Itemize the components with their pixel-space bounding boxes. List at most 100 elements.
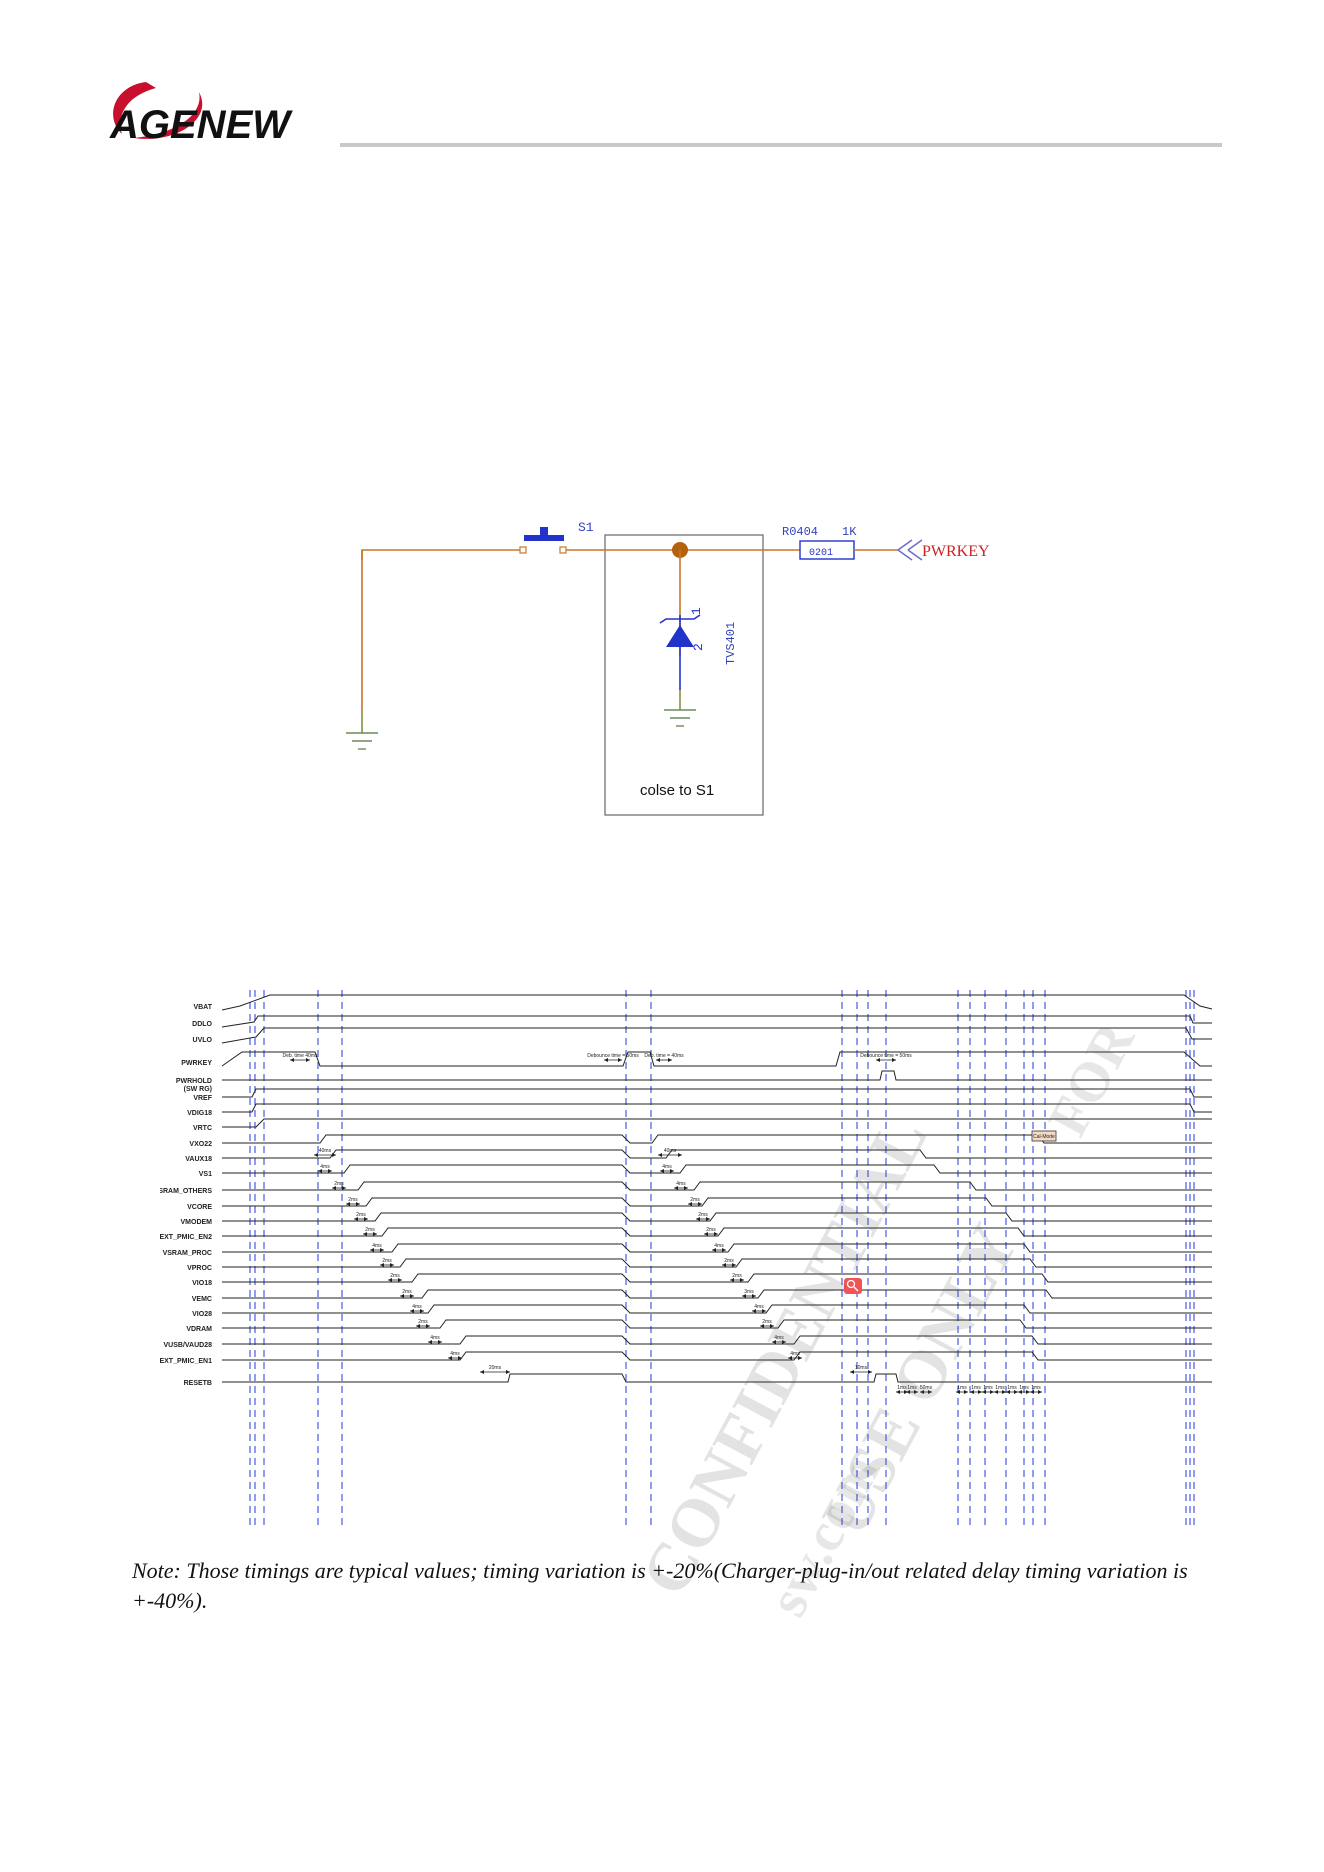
arrow-head xyxy=(670,1169,674,1173)
arrow-head xyxy=(762,1309,766,1313)
delay-label: 4ms xyxy=(320,1164,330,1170)
delay-label: 2ms xyxy=(762,1319,772,1325)
signal-label: RESETB xyxy=(184,1380,212,1387)
signal-label: VIO18 xyxy=(192,1280,212,1287)
arrow-head xyxy=(990,1390,994,1394)
delay-label: Deb. time 40ms xyxy=(282,1053,318,1059)
signal-label: VSRAM_OTHERS xyxy=(160,1188,212,1195)
waveform xyxy=(222,1289,1212,1299)
signal-label: PWRHOLD xyxy=(176,1078,212,1085)
arrow-head xyxy=(438,1340,442,1344)
arrow-head xyxy=(752,1309,756,1313)
arrow-head xyxy=(354,1217,358,1221)
arrow-head xyxy=(332,1153,336,1157)
delay-label: 2ms xyxy=(732,1273,742,1279)
arrow-head xyxy=(356,1202,360,1206)
delay-label: 2ms xyxy=(698,1212,708,1218)
switch-s1 xyxy=(519,527,567,554)
signal-label: VS1 xyxy=(199,1171,212,1178)
arrow-head xyxy=(688,1202,692,1206)
arrow-head xyxy=(314,1153,318,1157)
arrow-head xyxy=(732,1263,736,1267)
net-label: PWRKEY xyxy=(922,543,990,560)
arrow-head xyxy=(982,1390,986,1394)
arrow-head xyxy=(306,1058,310,1062)
delay-label: 1ms xyxy=(971,1385,981,1391)
delay-label: 20ms xyxy=(489,1365,502,1371)
delay-label: 4ms xyxy=(372,1243,382,1249)
signal-label: VPROC xyxy=(187,1265,212,1272)
logo-text: AGENEW xyxy=(109,103,293,147)
arrow-head xyxy=(722,1248,726,1252)
arrow-head xyxy=(906,1390,910,1394)
arrow-head xyxy=(782,1340,786,1344)
arrow-head xyxy=(850,1370,854,1374)
waveform xyxy=(222,1227,1212,1237)
arrow-head xyxy=(978,1390,982,1394)
tvs-placement-box xyxy=(604,534,764,816)
waveform xyxy=(221,1027,1212,1044)
box-caption: colse to S1 xyxy=(640,782,714,799)
waveform xyxy=(221,994,1213,1011)
cal-mode-label: Cal-Mode xyxy=(1033,1134,1055,1140)
waveform xyxy=(222,1134,1212,1144)
signal-label: VMODEM xyxy=(181,1219,213,1226)
delay-label: 2ms xyxy=(382,1258,392,1264)
arrow-head xyxy=(770,1324,774,1328)
ground-symbol-right xyxy=(664,709,696,727)
arrow-head xyxy=(1018,1390,1022,1394)
timing-note: Note: Those timings are typical values; … xyxy=(132,1558,1188,1613)
delay-label: Debounce time = 50ms xyxy=(860,1053,912,1059)
arrow-head xyxy=(752,1294,756,1298)
arrow-head xyxy=(964,1390,968,1394)
delay-label: 2ms xyxy=(334,1181,344,1187)
delay-label: 40ms xyxy=(319,1148,332,1154)
arrow-head xyxy=(896,1390,900,1394)
arrow-head xyxy=(332,1186,336,1190)
arrow-head xyxy=(480,1370,484,1374)
arrow-head xyxy=(674,1186,678,1190)
signal-label: VXO22 xyxy=(189,1141,212,1148)
signal-label: VDRAM xyxy=(186,1326,212,1333)
waveform xyxy=(222,1164,1212,1174)
arrow-head xyxy=(1026,1390,1030,1394)
signal-label: VREF xyxy=(193,1095,212,1102)
agenew-logo: AGENEW xyxy=(109,82,293,147)
signal-label: EXT_PMIC_EN1 xyxy=(160,1358,212,1365)
arrow-head xyxy=(656,1058,660,1062)
arrow-head xyxy=(1038,1390,1042,1394)
switch-ref: S1 xyxy=(578,520,594,535)
delay-label: 4ms xyxy=(774,1335,784,1341)
delay-label: 1ms xyxy=(907,1385,917,1391)
signal-label: VDIG18 xyxy=(187,1110,212,1117)
delay-label: 1ms xyxy=(983,1385,993,1391)
arrow-head xyxy=(1030,1390,1034,1394)
waveform xyxy=(222,1070,1212,1081)
delay-label: 40ms xyxy=(664,1148,677,1154)
arrow-head xyxy=(410,1309,414,1313)
signal-label: VAUX18 xyxy=(185,1156,212,1163)
delay-label: 2ms xyxy=(402,1289,412,1295)
signal-label: VEMC xyxy=(192,1296,212,1303)
tvs-pin1: 1 xyxy=(689,607,704,615)
arrow-head xyxy=(458,1356,462,1360)
waveform xyxy=(222,1373,1212,1383)
delay-label: 2ms xyxy=(390,1273,400,1279)
arrow-head xyxy=(920,1390,924,1394)
arrow-head xyxy=(722,1263,726,1267)
arrow-head xyxy=(760,1324,764,1328)
waveform xyxy=(222,1103,1212,1113)
delay-label: 4ms xyxy=(676,1181,686,1187)
arrow-head xyxy=(318,1169,322,1173)
arrow-head xyxy=(798,1356,802,1360)
arrow-head xyxy=(328,1169,332,1173)
delay-label: 4ms xyxy=(430,1335,440,1341)
delay-label: 10ms xyxy=(855,1365,868,1371)
arrow-head xyxy=(380,1248,384,1252)
resistor-value: 1K xyxy=(842,525,857,539)
signal-label: (SW RG) xyxy=(184,1086,212,1093)
tvs-ref: TVS401 xyxy=(724,622,738,665)
arrow-head xyxy=(448,1356,452,1360)
arrow-head xyxy=(1002,1390,1006,1394)
